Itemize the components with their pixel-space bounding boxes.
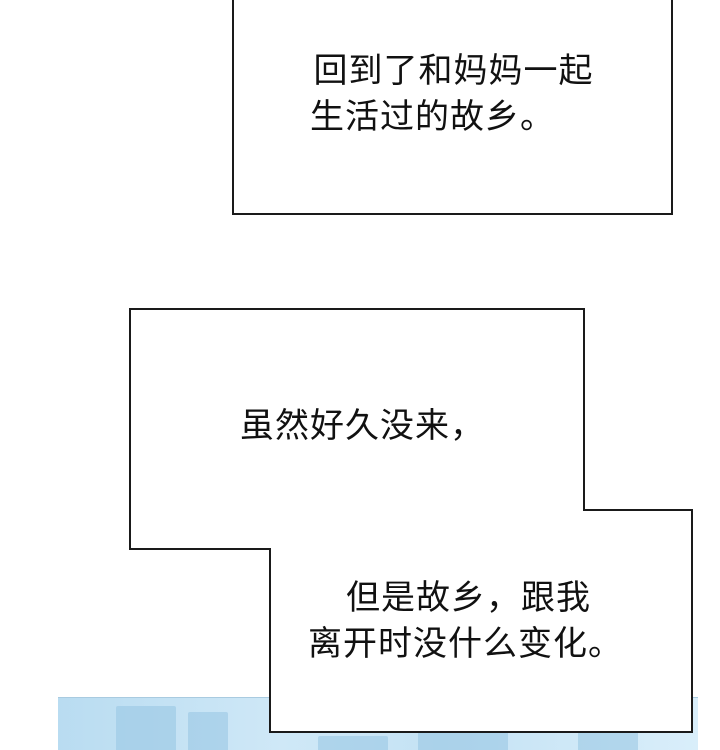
panel-shape [318, 736, 388, 750]
caption-top-line-1: 回到了和妈妈一起 [313, 51, 594, 91]
caption-top-line-2: 生活过的故乡。 [310, 97, 555, 137]
caption-bottom-line-1: 但是故乡，跟我 [346, 578, 591, 618]
stepped-box-shape [129, 308, 693, 733]
caption-box-top: 回到了和妈妈一起 生活过的故乡。 [232, 0, 673, 215]
panel-shape [418, 728, 508, 750]
caption-middle-line-1: 虽然好久没来， [240, 406, 485, 446]
panel-shape [188, 712, 228, 750]
caption-bottom-line-2: 离开时没什么变化。 [308, 624, 623, 664]
panel-shape [116, 706, 176, 750]
